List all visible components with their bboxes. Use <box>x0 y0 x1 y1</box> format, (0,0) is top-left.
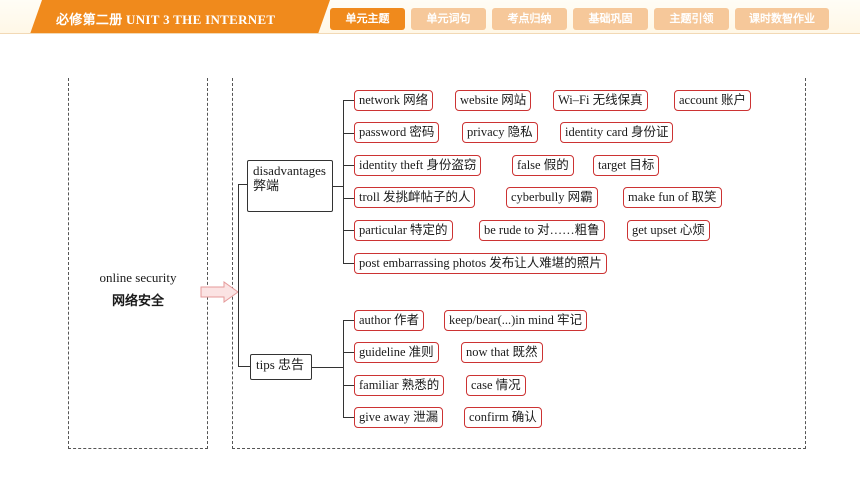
term-troll: troll 发挑衅帖子的人 <box>354 187 476 208</box>
tips-connector <box>312 367 343 368</box>
row-tick <box>343 417 354 418</box>
term-give-away: give away 泄漏 <box>354 407 444 428</box>
tab-unit-words[interactable]: 单元词句 <box>411 8 486 30</box>
trunk-line <box>238 184 239 366</box>
term-password: password 密码 <box>354 122 440 143</box>
term-particular: particular 特定的 <box>354 220 453 241</box>
term-account: account 账户 <box>674 90 751 111</box>
topic-frame <box>68 78 208 449</box>
tab-basic-practice[interactable]: 基础巩固 <box>573 8 648 30</box>
term-familiar: familiar 熟悉的 <box>354 375 445 396</box>
row-tick <box>343 352 354 353</box>
term-identity-theft: identity theft 身份盗窃 <box>354 155 482 176</box>
topic-english: online security <box>99 270 177 285</box>
trunk-branch-bottom <box>238 366 250 367</box>
term-author: author 作者 <box>354 310 425 331</box>
tips-node: tips 忠告 <box>250 354 312 380</box>
trunk-branch-top <box>238 184 248 185</box>
term-website: website 网站 <box>455 90 532 111</box>
title-banner <box>30 0 330 34</box>
term-get-upset: get upset 心烦 <box>627 220 710 241</box>
topic-chinese: 网络安全 <box>111 294 164 309</box>
disadvantages-node: disadvantages 弊端 <box>247 160 333 212</box>
term-confirm: confirm 确认 <box>464 407 542 428</box>
term-guideline: guideline 准则 <box>354 342 439 363</box>
term-keep-in-mind: keep/bear(...)in mind 牢记 <box>444 310 587 331</box>
term-network: network 网络 <box>354 90 434 111</box>
right-arrow-icon <box>200 281 239 303</box>
disadvantages-connector <box>333 186 343 187</box>
term-make-fun-of: make fun of 取笑 <box>623 187 722 208</box>
tab-key-points[interactable]: 考点归纳 <box>492 8 567 30</box>
term-now-that: now that 既然 <box>461 342 543 363</box>
header-bar: 必修第二册 UNIT 3 THE INTERNET 单元主题 单元词句 考点归纳… <box>0 0 860 34</box>
term-privacy: privacy 隐私 <box>462 122 538 143</box>
term-cyberbully: cyberbully 网霸 <box>506 187 598 208</box>
row-tick <box>343 165 354 166</box>
tips-label: tips 忠告 <box>256 357 305 372</box>
row-tick <box>343 263 354 264</box>
disadvantages-bracket <box>343 100 344 264</box>
term-target: target 目标 <box>593 155 660 176</box>
tab-theme-guide[interactable]: 主题引领 <box>654 8 729 30</box>
row-tick <box>343 385 354 386</box>
term-wifi: Wi–Fi 无线保真 <box>553 90 648 111</box>
tab-unit-theme[interactable]: 单元主题 <box>330 8 405 30</box>
row-tick <box>343 133 354 134</box>
tips-bracket <box>343 320 344 418</box>
disadvantages-label-zh: 弊端 <box>253 179 280 194</box>
term-post-embarrassing-photos: post embarrassing photos 发布让人难堪的照片 <box>354 253 607 274</box>
term-be-rude-to: be rude to 对……粗鲁 <box>479 220 605 241</box>
tab-homework[interactable]: 课时数智作业 <box>735 8 829 30</box>
row-tick <box>343 100 354 101</box>
disadvantages-label-en: disadvantages <box>253 163 326 178</box>
page-title: 必修第二册 UNIT 3 THE INTERNET <box>56 12 276 27</box>
term-identity-card: identity card 身份证 <box>560 122 674 143</box>
mindmap-frame <box>232 78 806 449</box>
row-tick <box>343 320 354 321</box>
term-case: case 情况 <box>466 375 526 396</box>
header-divider <box>0 33 860 34</box>
row-tick <box>343 198 354 199</box>
row-tick <box>343 230 354 231</box>
term-false: false 假的 <box>512 155 574 176</box>
